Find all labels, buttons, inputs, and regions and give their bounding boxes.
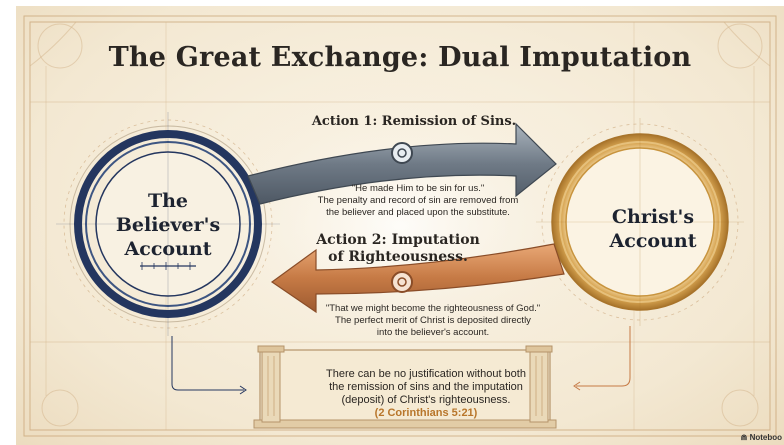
- brand-watermark: ⋒ Noteboo: [741, 433, 782, 442]
- action2-description: "That we might become the righteousness …: [308, 303, 558, 339]
- action2-label-line1: Action 2: Imputation: [316, 232, 480, 248]
- action2-line1: The perfect merit of Christ is deposited…: [335, 315, 531, 326]
- footer-pedestal: [253, 345, 557, 429]
- christ-account-label: Christ's Account: [588, 205, 718, 253]
- believer-account-line3: Account: [124, 238, 212, 260]
- christ-account-ring: [536, 118, 744, 326]
- footer-statement: There can be no justification without bo…: [304, 368, 548, 420]
- christ-account-line2: Account: [609, 230, 697, 252]
- believer-account-line2: Believer's: [115, 214, 221, 236]
- footer-line1: There can be no justification without bo…: [326, 368, 526, 380]
- brand-label: Noteboo: [749, 433, 782, 442]
- footer-line2: the remission of sins and the imputation: [329, 381, 523, 393]
- footer-connectors: [171, 336, 247, 395]
- diagram-canvas: The Great Exchange: Dual Imputation Acti…: [16, 6, 784, 445]
- action2-quote: "That we might become the righteousness …: [325, 303, 541, 314]
- christ-account-line1: Christ's: [611, 206, 695, 228]
- believer-account-line1: The: [147, 190, 189, 212]
- scripture-reference: (2 Corinthians 5:21): [374, 407, 478, 419]
- action2-label: Action 2: Imputation of Righteousness.: [298, 232, 498, 266]
- action2-line2: into the believer's account.: [376, 327, 490, 338]
- imputation-arrow: [270, 243, 565, 314]
- action1-description: "He made Him to be sin for us." The pena…: [288, 183, 548, 219]
- remission-arrow: [247, 122, 557, 205]
- action1-label: Action 1: Remission of Sins.: [311, 114, 517, 129]
- footer-line3: (deposit) of Christ's righteousness.: [341, 394, 511, 406]
- believer-account-ring: [56, 112, 280, 336]
- action1-line1: The penalty and record of sin are remove…: [317, 195, 519, 206]
- action1-quote: "He made Him to be sin for us.": [351, 183, 485, 194]
- diagram-title: The Great Exchange: Dual Imputation: [108, 42, 692, 73]
- believer-account-label: The Believer's Account: [108, 189, 228, 261]
- action1-line2: the believer and placed upon the substit…: [326, 207, 510, 218]
- brand-icon: ⋒: [740, 433, 748, 442]
- diagram-artwork: [23, 15, 777, 437]
- action2-label-line2: of Righteousness.: [328, 249, 468, 265]
